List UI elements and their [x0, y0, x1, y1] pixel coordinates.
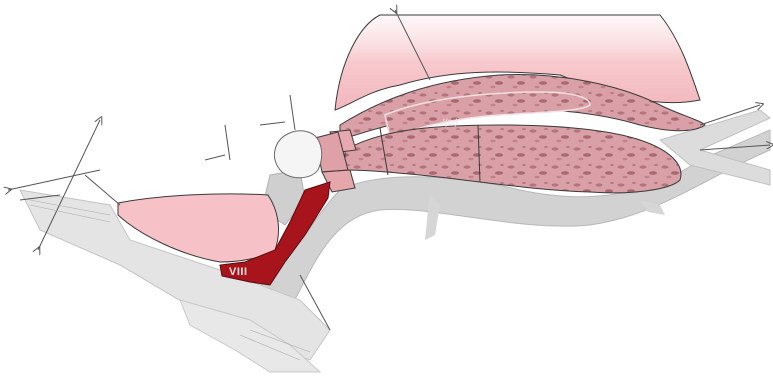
segment-label-upper: I(m) — [442, 117, 458, 127]
white-node — [274, 131, 321, 178]
segment-label-viii: VIII — [229, 266, 248, 278]
